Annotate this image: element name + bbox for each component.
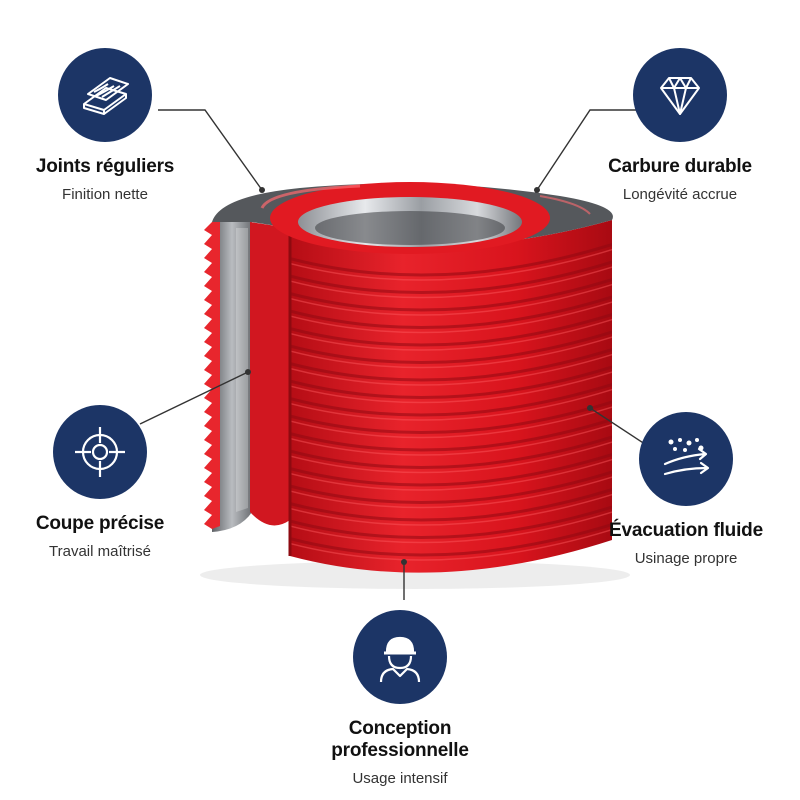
- feature-coupe: Coupe précise Travail maîtrisé: [0, 405, 220, 560]
- cutter-top-face: [212, 182, 613, 254]
- feature-coupe-title: Coupe précise: [35, 513, 165, 534]
- floor-shadow: [200, 561, 630, 589]
- leader-dots: [245, 187, 593, 565]
- feature-coupe-subtitle: Travail maîtrisé: [49, 543, 151, 560]
- feature-conception-subtitle: Usage intensif: [352, 770, 448, 787]
- wood-boards-icon: [83, 77, 129, 115]
- worker-hardhat-icon: [379, 636, 421, 683]
- crosshair-target-icon: [75, 427, 125, 477]
- feature-evacuation-title: Évacuation fluide: [609, 520, 763, 541]
- feature-carbure-subtitle: Longévité accrue: [622, 186, 738, 203]
- feature-joints-subtitle: Finition nette: [62, 186, 148, 203]
- badge-joints: [58, 48, 152, 142]
- badge-carbure: [633, 48, 727, 142]
- feature-carbure: Carbure durable Longévité accrue: [560, 48, 800, 203]
- badge-conception: [353, 610, 447, 704]
- badge-evacuation: [639, 412, 733, 506]
- feature-evacuation-subtitle: Usinage propre: [634, 550, 738, 567]
- feature-evacuation: Évacuation fluide Usinage propre: [566, 412, 800, 567]
- feature-carbure-title: Carbure durable: [608, 156, 752, 177]
- cutter-body: [288, 220, 612, 573]
- feature-joints-title: Joints réguliers: [35, 156, 175, 177]
- chip-evacuation-arrows-icon: [663, 438, 710, 476]
- carbide-knife: [204, 222, 290, 532]
- feature-joints: Joints réguliers Finition nette: [0, 48, 225, 203]
- feature-conception-title: Conception professionnelle: [331, 718, 469, 761]
- diamond-icon: [660, 77, 700, 115]
- badge-coupe: [53, 405, 147, 499]
- feature-conception: Conception professionnelle Usage intensi…: [280, 610, 520, 787]
